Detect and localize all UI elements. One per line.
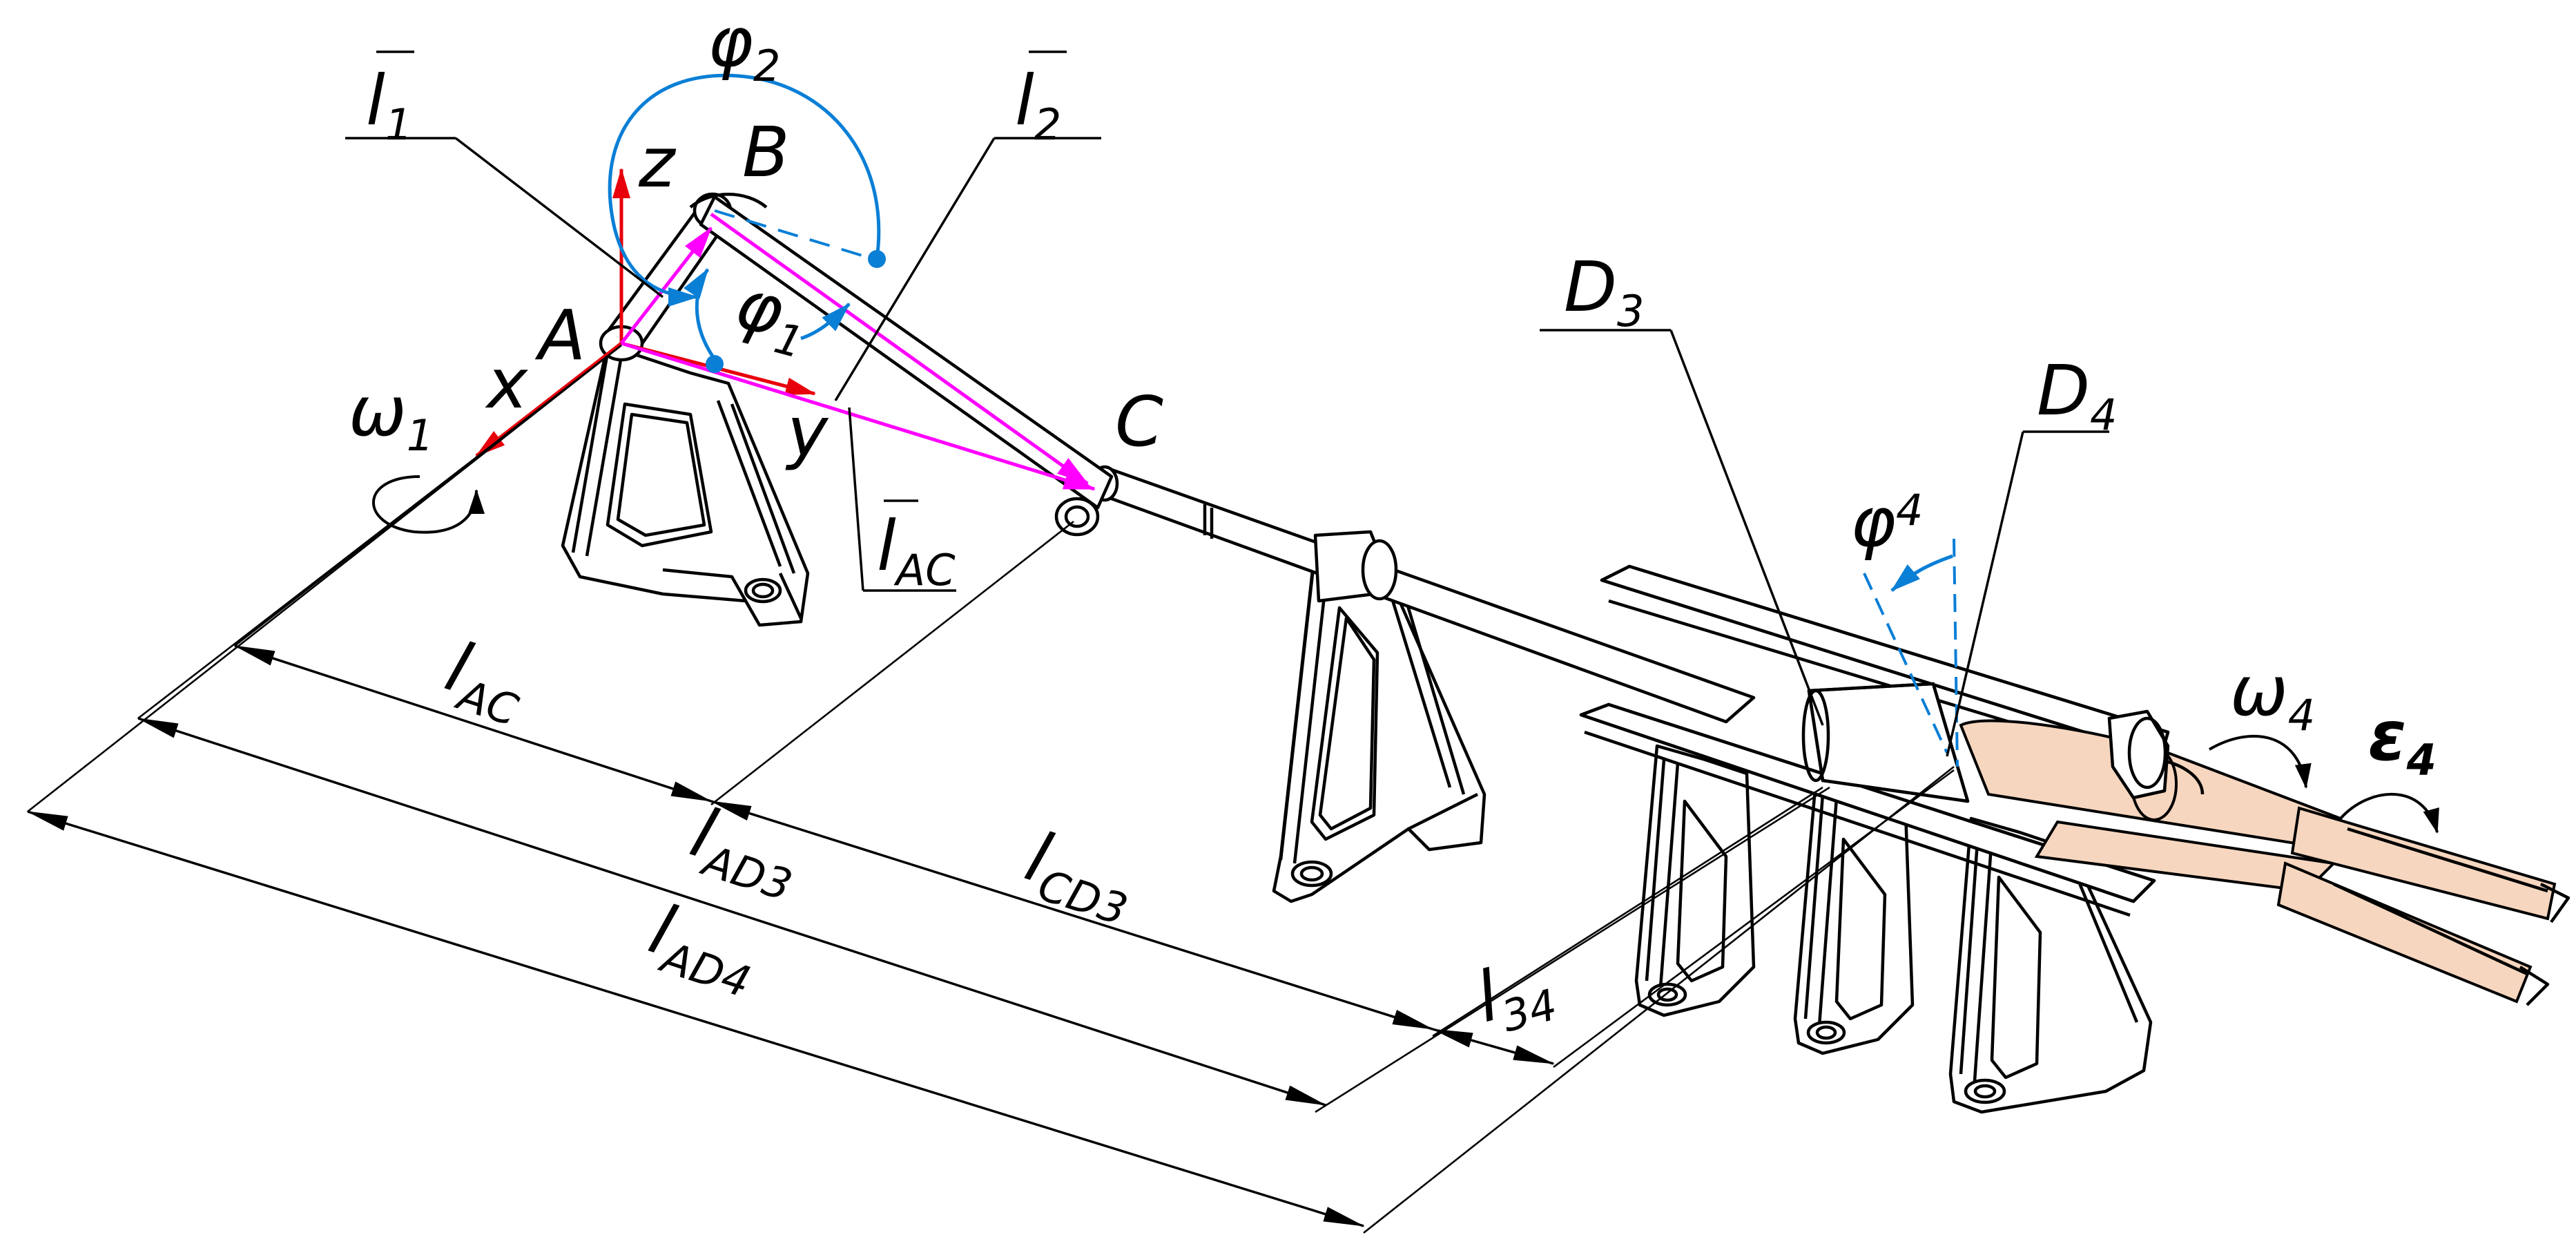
svg-text:lAD4: lAD4: [638, 889, 769, 1008]
label-phi4: φ4: [1850, 481, 1923, 562]
svg-text:ω4: ω4: [2230, 651, 2315, 740]
label-omega1: ω1: [349, 371, 434, 461]
svg-text:l34: l34: [1468, 941, 1562, 1047]
svg-text:B: B: [742, 112, 790, 193]
label-B: B: [742, 112, 790, 193]
label-D3: D3: [1564, 247, 1644, 336]
label-eps4: ε4: [2368, 696, 2437, 785]
support-stand-1: [561, 343, 810, 627]
front-bearing: [2107, 709, 2170, 800]
svg-text:y: y: [785, 392, 829, 472]
svg-text:z: z: [638, 122, 677, 203]
dim-label-lAC: lAC: [434, 626, 537, 736]
rotation-eps4: [2339, 792, 2439, 834]
angle-phi2: [608, 73, 886, 307]
svg-text:A: A: [534, 295, 585, 376]
label-l1: l1: [366, 50, 414, 150]
shaft-bearing-2: [1313, 530, 1398, 603]
dim-label-lAD3: lAD3: [679, 792, 811, 911]
label-phi2: φ2: [708, 1, 780, 91]
dim-label-lCD3: lCD3: [1014, 816, 1146, 936]
angle-phi4: [1863, 538, 1959, 767]
svg-text:ω1: ω1: [349, 371, 434, 461]
svg-text:φ2: φ2: [708, 1, 780, 91]
dimension-lines: [26, 344, 1955, 1234]
label-y: y: [785, 392, 829, 472]
svg-text:D3: D3: [1564, 247, 1644, 336]
label-l2: l2: [1015, 50, 1067, 150]
svg-text:lAD3: lAD3: [679, 792, 811, 911]
svg-text:lCD3: lCD3: [1014, 816, 1146, 936]
label-lAC-vector: lAC: [877, 499, 956, 595]
support-stand-5: [1948, 816, 2153, 1114]
angle-phi1: [684, 268, 851, 373]
svg-text:φ4: φ4: [1850, 481, 1923, 562]
svg-text:C: C: [1115, 381, 1163, 462]
svg-text:l2: l2: [1015, 60, 1061, 150]
dim-label-l34: l34: [1468, 941, 1562, 1047]
rotation-omega1: [372, 475, 485, 534]
label-omega4: ω4: [2230, 651, 2315, 740]
svg-text:x: x: [485, 343, 529, 424]
label-C: C: [1115, 381, 1163, 462]
leader-lines: [345, 137, 2109, 757]
rotation-omega4: [2208, 734, 2312, 789]
label-x: x: [485, 343, 529, 424]
svg-text:D4: D4: [2037, 350, 2117, 440]
label-A: A: [534, 295, 585, 376]
support-stand-3: [1634, 744, 1756, 1017]
svg-text:l1: l1: [366, 60, 412, 150]
vectors: [620, 212, 1096, 491]
svg-text:lAC: lAC: [877, 506, 956, 595]
rack-front: [1579, 702, 2156, 917]
dim-label-lAD4: lAD4: [638, 889, 769, 1008]
label-z: z: [638, 122, 677, 203]
svg-text:lAC: lAC: [434, 626, 537, 736]
svg-text:ε4: ε4: [2368, 696, 2437, 785]
label-D4: D4: [2037, 350, 2117, 440]
